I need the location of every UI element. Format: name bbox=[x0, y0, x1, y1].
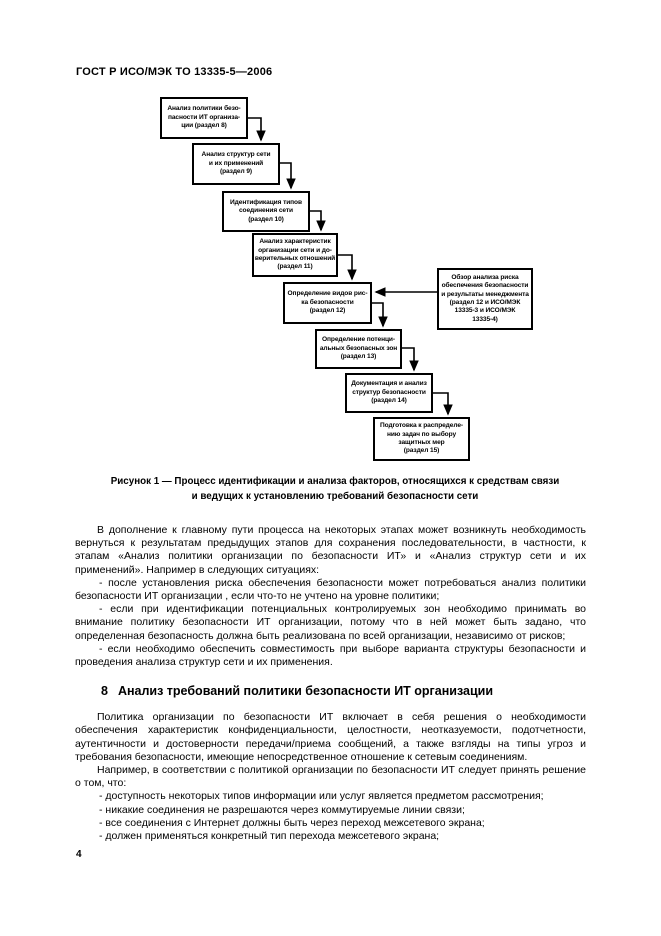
connector-2-3 bbox=[280, 162, 296, 190]
section-title: Анализ требований политики безопасности … bbox=[117, 684, 494, 699]
flowchart-box-safe-zones: Определение потенци-альных безопасных зо… bbox=[315, 329, 402, 369]
list-item: - если при идентификации потенциальных к… bbox=[75, 603, 586, 642]
section-heading: 8 Анализ требований политики безопасности… bbox=[75, 683, 586, 700]
connector-7-8 bbox=[433, 392, 453, 416]
flowchart-box-policy-analysis: Анализ политики безо-пасности ИТ организ… bbox=[160, 97, 248, 139]
paragraph: В дополнение к главному пути процесса на… bbox=[75, 524, 586, 576]
list-item: - если необходимо обеспечить совместимос… bbox=[75, 642, 586, 669]
list-item: - все соединения с Интернет должны быть … bbox=[99, 816, 485, 829]
paragraph: Политика организации по безопасности ИТ … bbox=[75, 711, 586, 763]
connector-6-7 bbox=[402, 347, 419, 372]
connector-4-5 bbox=[338, 254, 357, 281]
flowchart-box-safeguard-preparation: Подготовка к распределе-нию задач по выб… bbox=[373, 417, 470, 461]
list-item: - после установления риска обеспечения б… bbox=[75, 576, 586, 603]
section-number: 8 bbox=[101, 684, 108, 699]
flowchart-box-security-risk-types: Определение видов рис-ка безопасности(ра… bbox=[283, 282, 372, 324]
list-item: - доступность некоторых типов информации… bbox=[99, 790, 544, 803]
list-item: - никакие соединения не разрешаются чере… bbox=[99, 803, 465, 816]
connector-5-6 bbox=[372, 302, 388, 328]
connector-3-4 bbox=[310, 210, 326, 232]
body-text: В дополнение к главному пути процесса на… bbox=[75, 524, 586, 843]
page-number: 4 bbox=[76, 849, 82, 860]
document-header: ГОСТ Р ИСО/МЭК ТО 13335-5—2006 bbox=[76, 66, 273, 78]
figure-caption: Рисунок 1 — Процесс идентификации и анал… bbox=[110, 476, 560, 502]
list-item: - должен применяться конкретный тип пере… bbox=[99, 830, 440, 843]
paragraph: Например, в соответствии с политикой орг… bbox=[75, 764, 586, 790]
connector-1-2 bbox=[248, 117, 266, 142]
